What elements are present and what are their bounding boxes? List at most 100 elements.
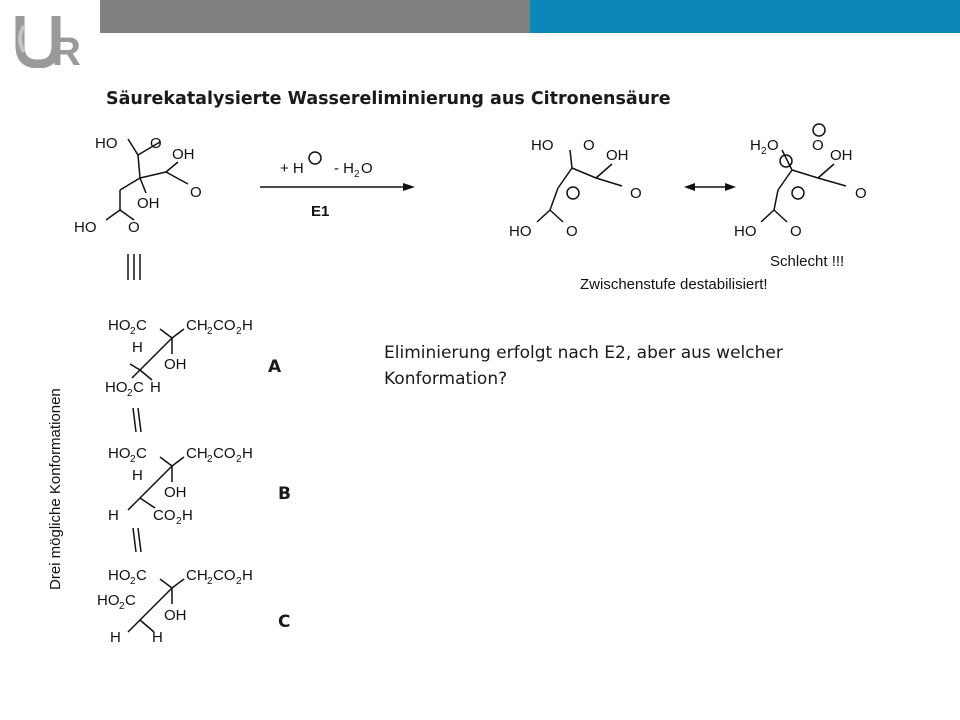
bond xyxy=(105,209,121,221)
reagent-text: - H xyxy=(334,160,354,177)
conformation-label-b: B xyxy=(278,484,291,504)
bond xyxy=(139,619,155,633)
atom-label: CH xyxy=(186,445,208,462)
atom-label: O xyxy=(790,223,802,240)
reagent-text: O xyxy=(361,160,373,177)
atom-label: OH xyxy=(606,147,629,164)
subscript-text: 2 xyxy=(207,326,213,337)
atom-label: O xyxy=(190,184,202,201)
equilibrium-arrow xyxy=(137,407,142,433)
subscript-text: 2 xyxy=(130,576,136,587)
negative-charge-icon xyxy=(812,123,826,137)
bond xyxy=(569,149,573,169)
bond xyxy=(139,465,173,499)
atom-label: O xyxy=(812,137,824,154)
atom-label: HO xyxy=(509,223,532,240)
bond xyxy=(817,163,835,179)
subscript-text: 2 xyxy=(207,454,213,465)
positive-charge-icon xyxy=(308,151,322,165)
bond xyxy=(139,369,153,381)
bond xyxy=(773,209,788,223)
bond xyxy=(119,209,135,221)
atom-label: H xyxy=(242,445,253,462)
bond xyxy=(817,177,847,187)
atom-label: OH xyxy=(172,146,195,163)
positive-charge-icon xyxy=(791,186,805,200)
bond xyxy=(139,171,167,179)
subscript-text: 2 xyxy=(207,576,213,587)
atom-label: CO xyxy=(213,567,236,584)
atom-label: HO xyxy=(74,219,97,236)
atom-label: C xyxy=(125,592,136,609)
atom-label: O xyxy=(630,185,642,202)
atom-label: C xyxy=(133,379,144,396)
university-logo-icon: R xyxy=(15,16,81,68)
atom-label: O xyxy=(767,137,779,154)
atom-label: HO xyxy=(95,135,118,152)
bond xyxy=(127,497,141,511)
bond xyxy=(595,177,623,187)
atom-label: H xyxy=(242,567,253,584)
atom-label: CH xyxy=(186,567,208,584)
bond xyxy=(119,177,141,191)
atom-label: OH xyxy=(830,147,853,164)
bond xyxy=(139,177,147,194)
bond xyxy=(773,189,779,211)
atom-label: C xyxy=(136,567,147,584)
bond xyxy=(165,171,189,185)
atom-label: H xyxy=(110,629,121,646)
atom-label: CO xyxy=(213,445,236,462)
atom-label: HO xyxy=(108,567,131,584)
bond xyxy=(159,328,173,339)
conformation-label-a: A xyxy=(268,357,282,377)
note-text: Schlecht !!! xyxy=(770,253,844,270)
bond xyxy=(137,154,141,179)
reagent-text: + H xyxy=(280,160,304,177)
bond xyxy=(127,138,139,156)
bond xyxy=(139,497,156,509)
atom-label: C xyxy=(136,445,147,462)
subscript-text: 2 xyxy=(354,169,360,180)
atom-label: O xyxy=(583,137,595,154)
atom-label: H xyxy=(182,507,193,524)
bond xyxy=(536,209,551,223)
bond xyxy=(137,141,161,156)
bond xyxy=(165,161,179,173)
atom-label: CO xyxy=(153,507,176,524)
atom-label: O xyxy=(128,219,140,236)
atom-label: O xyxy=(566,223,578,240)
bond xyxy=(571,167,597,179)
bond xyxy=(791,169,819,179)
slide-title: Säurekatalysierte Wassereliminierung aus… xyxy=(106,89,671,109)
subscript-text: 2 xyxy=(119,601,125,612)
equilibrium-arrow xyxy=(132,527,137,553)
equilibrium-arrow xyxy=(132,407,137,433)
positive-charge-icon xyxy=(779,154,793,168)
positive-charge-icon xyxy=(566,186,580,200)
bond xyxy=(139,337,173,371)
atom-label: HO xyxy=(105,379,128,396)
bond xyxy=(549,209,564,223)
atom-label: HO xyxy=(734,223,757,240)
bond xyxy=(760,209,775,223)
atom-label: H xyxy=(132,467,143,484)
atom-label: H xyxy=(242,317,253,334)
atom-label: H xyxy=(152,629,163,646)
bond xyxy=(171,328,185,339)
subscript-text: 2 xyxy=(130,454,136,465)
atom-label: OH xyxy=(137,195,160,212)
atom-label: OH xyxy=(164,607,187,624)
atom-label: OH xyxy=(164,484,187,501)
bond xyxy=(171,578,185,589)
subscript-text: 2 xyxy=(130,326,136,337)
atom-label: HO xyxy=(97,592,120,609)
bond xyxy=(131,369,141,379)
subscript-text: 2 xyxy=(236,454,242,465)
atom-label: H xyxy=(108,507,119,524)
equilibrium-arrow xyxy=(137,527,142,553)
bond xyxy=(139,587,173,621)
subscript-text: 2 xyxy=(236,576,242,587)
mechanism-label: E1 xyxy=(311,203,329,220)
subscript-text: 2 xyxy=(127,388,133,399)
atom-label: H xyxy=(150,379,161,396)
